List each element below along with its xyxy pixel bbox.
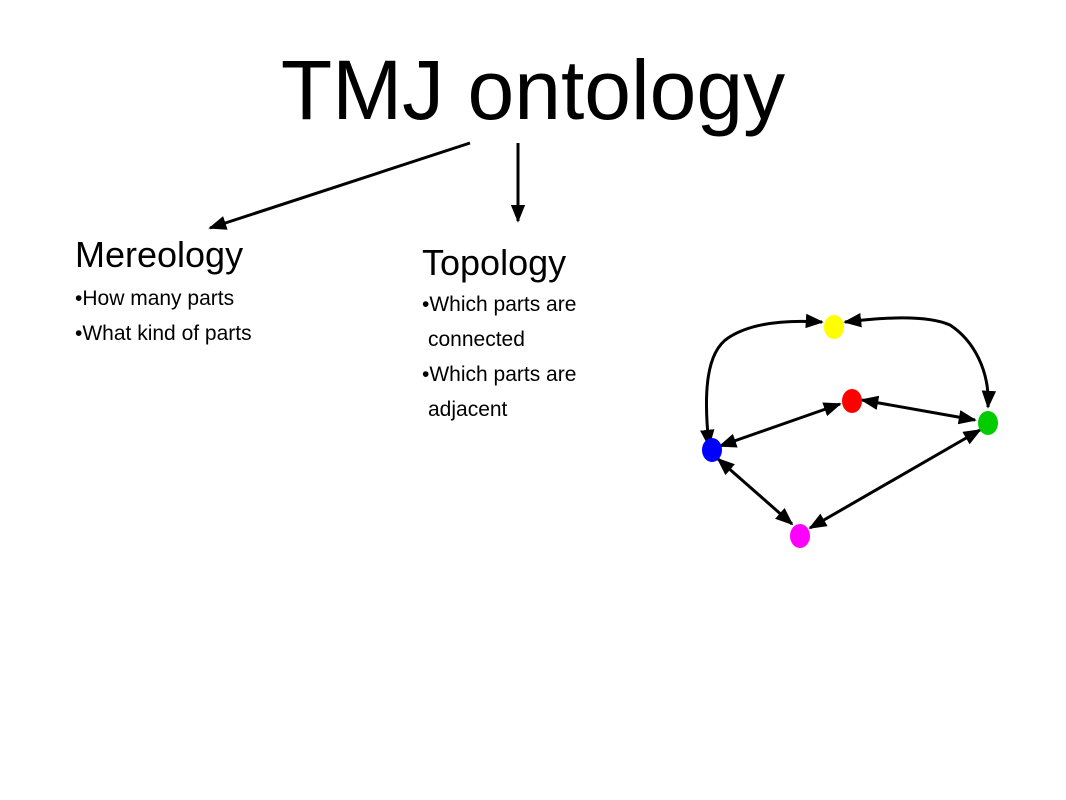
graph-node-yellow (824, 315, 844, 339)
mereology-heading: Mereology (75, 234, 244, 275)
bullet-icon: • (75, 322, 83, 345)
bullet-icon: • (75, 287, 83, 310)
graph-node-magenta (790, 524, 810, 548)
topology-item-line2: adjacent (428, 398, 508, 421)
mereology-item-text: What kind of parts (82, 322, 252, 345)
bullet-icon: • (422, 363, 430, 386)
graph-node-green (978, 411, 998, 435)
topology-heading: Topology (422, 242, 567, 283)
graph-node-red (842, 389, 862, 413)
graph-edge-yellow-green (843, 313, 997, 409)
topology-item-line2: connected (428, 328, 525, 351)
topology-list: •Which parts are connected •Which parts … (422, 287, 576, 427)
mereology-list: •How many parts •What kind of parts (75, 281, 252, 351)
graph-edge-blue-magenta (716, 457, 794, 526)
graph-edge-red-green (860, 395, 977, 425)
topology-item-line1: Which parts are (429, 293, 577, 316)
topology-item: •Which parts are connected (422, 287, 576, 357)
graph-edge-blue-yellow (700, 313, 824, 448)
mereology-item: •What kind of parts (75, 316, 252, 351)
graph-edge-magenta-green (808, 428, 982, 530)
graph-edge-blue-red (718, 402, 842, 448)
topology-item: •Which parts are adjacent (422, 357, 576, 427)
mereology-item-text: How many parts (82, 287, 235, 310)
slide-title: TMJ ontology (280, 43, 786, 137)
bullet-icon: • (422, 293, 430, 316)
mereology-item: •How many parts (75, 281, 252, 316)
graph-node-blue (702, 438, 722, 462)
title-to-mereology-arrow (208, 141, 471, 230)
topology-item-line1: Which parts are (429, 363, 577, 386)
